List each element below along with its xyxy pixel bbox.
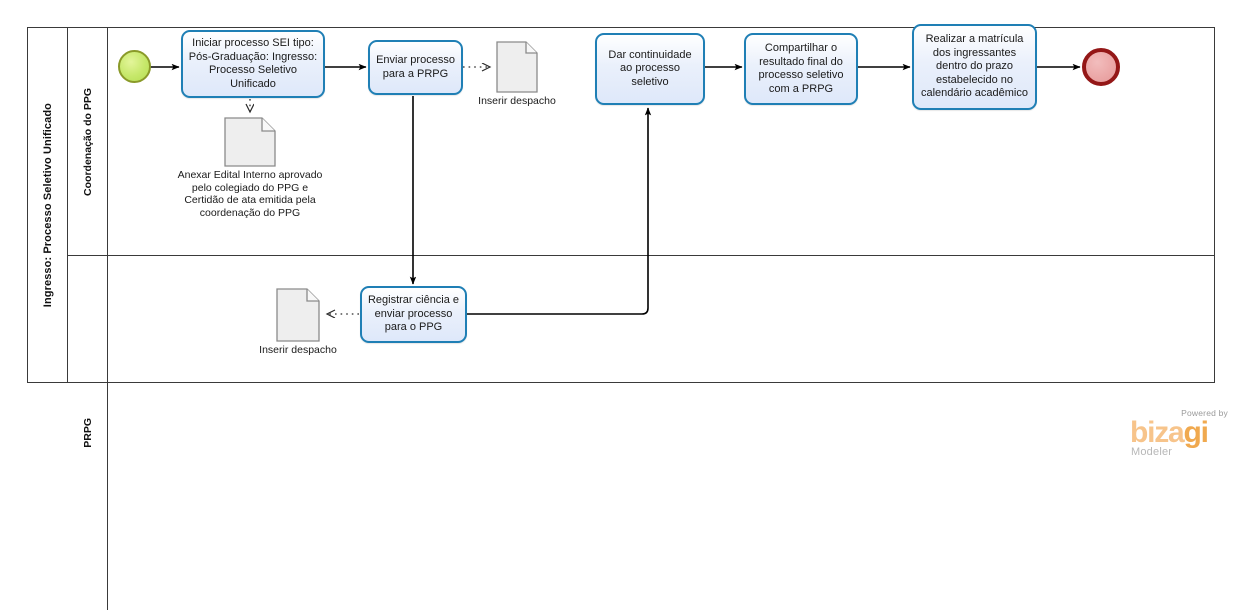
task-label: Realizar a matrícula dos ingressantes de…	[920, 33, 1028, 100]
data-object-inserir-despacho-bottom[interactable]: Inserir despacho	[259, 288, 337, 356]
data-object-inserir-despacho-top[interactable]: Inserir despacho	[478, 41, 556, 107]
pool-header: Ingresso: Processo Seletivo Unificado	[28, 28, 68, 382]
task-label: Enviar processo para a PRPG	[376, 54, 455, 80]
data-object-label: Inserir despacho	[259, 344, 337, 356]
task-label: Compartilhar o resultado final do proces…	[758, 42, 844, 95]
powered-by-text: Powered by	[1181, 408, 1228, 418]
task-iniciar-processo-sei[interactable]: Iniciar processo SEI tipo: Pós-Graduação…	[181, 30, 325, 98]
bizagi-brand: bizagi	[1130, 416, 1209, 449]
document-icon	[496, 41, 538, 93]
lane-header-prpg: PRPG	[68, 256, 108, 610]
lane-label-prpg: PRPG	[81, 418, 94, 448]
task-dar-continuidade[interactable]: Dar continuidade ao processo seletivo	[595, 33, 705, 105]
document-icon	[224, 117, 276, 167]
lane-header-coordenacao: Coordenação do PPG	[68, 28, 108, 255]
document-icon	[276, 288, 320, 342]
task-label: Iniciar processo SEI tipo: Pós-Graduação…	[188, 37, 318, 90]
end-event[interactable]	[1082, 48, 1120, 86]
start-event[interactable]	[118, 50, 151, 83]
task-realizar-matricula[interactable]: Realizar a matrícula dos ingressantes de…	[912, 24, 1037, 110]
bpmn-diagram-canvas: Ingresso: Processo Seletivo Unificado Co…	[27, 24, 1230, 610]
data-object-anexar-edital[interactable]: Anexar Edital Interno aprovado pelo cole…	[178, 117, 322, 219]
data-object-label: Inserir despacho	[478, 95, 556, 107]
bizagi-brand-part1: biza	[1130, 416, 1185, 449]
lane-label-coordenacao: Coordenação do PPG	[81, 87, 94, 196]
task-label: Dar continuidade ao processo seletivo	[608, 48, 692, 88]
task-label: Registrar ciência e enviar processo para…	[367, 294, 460, 334]
bizagi-watermark: Powered by bizagi Modeler	[1130, 408, 1230, 462]
modeler-text: Modeler	[1131, 446, 1173, 458]
bizagi-brand-part2: gi	[1183, 416, 1209, 449]
task-registrar-ciencia[interactable]: Registrar ciência e enviar processo para…	[360, 286, 467, 343]
pool-title: Ingresso: Processo Seletivo Unificado	[41, 102, 54, 308]
data-object-label: Anexar Edital Interno aprovado pelo cole…	[177, 169, 323, 219]
lane-prpg: PRPG	[68, 256, 1215, 610]
task-enviar-processo-prpg[interactable]: Enviar processo para a PRPG	[368, 40, 463, 95]
task-compartilhar-resultado[interactable]: Compartilhar o resultado final do proces…	[744, 33, 858, 105]
